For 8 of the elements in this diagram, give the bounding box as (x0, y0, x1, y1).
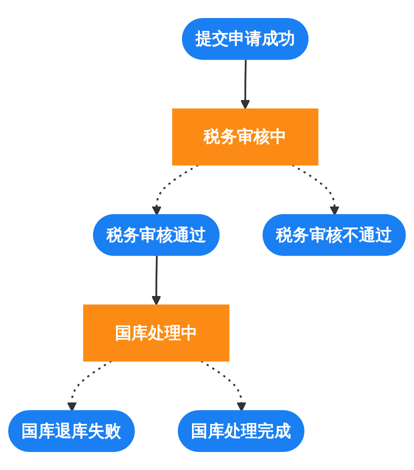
arrow (240, 60, 250, 110)
node-box: 国库处理中 (83, 304, 230, 362)
arrow (151, 256, 162, 306)
node-box: 税务审核中 (172, 108, 318, 166)
arrow (200, 360, 246, 412)
arrow (292, 164, 340, 216)
arrow (67, 360, 112, 412)
arrow (152, 164, 199, 216)
